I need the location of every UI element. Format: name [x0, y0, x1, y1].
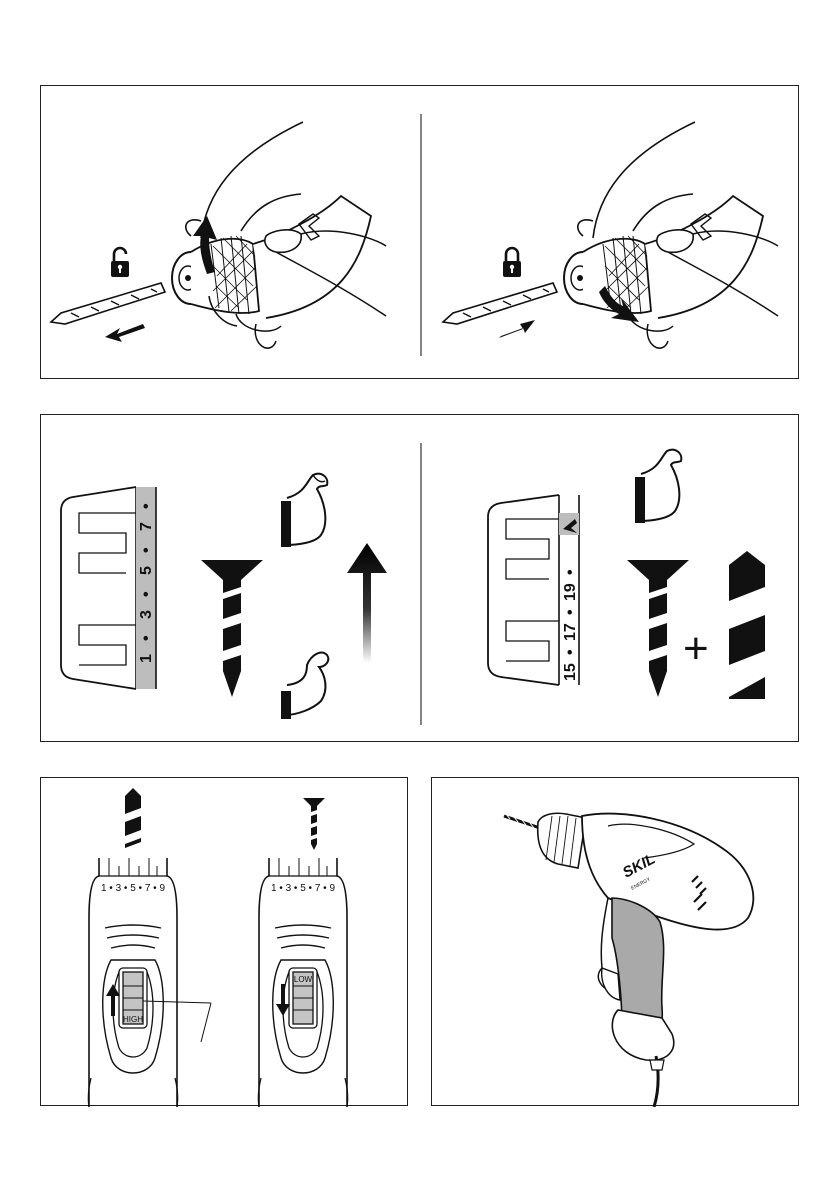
clutch-settings-panel: 1 • 3 • 5 • 7 • [40, 414, 799, 742]
clutch-num-7: 7 [138, 522, 155, 531]
drill-base [612, 1010, 673, 1060]
screw-icon [627, 560, 689, 697]
drill-illustration: SKIL ENERGY [432, 778, 800, 1107]
clutch-dot: • [562, 609, 579, 615]
tool-body-high: 1 • 3 • 5 • 7 • 9 HIGH [88, 858, 211, 1107]
clutch-num-15: 15 [562, 663, 579, 681]
tool-body-low: 1 • 3 • 5 • 7 • 9 LOW [258, 858, 347, 1107]
clutch-dot: • [562, 569, 579, 575]
chuck-instructions-panel [40, 85, 799, 379]
low-label: LOW [294, 975, 313, 984]
clutch-illustration: 1 • 3 • 5 • 7 • [41, 415, 800, 743]
drill-overview-panel: SKIL ENERGY [431, 777, 799, 1106]
clutch-collar-left: 1 • 3 • 5 • 7 • [61, 487, 156, 689]
strong-arm-icon [281, 474, 327, 547]
clutch-num-1: 1 [138, 654, 155, 663]
arrow-out-icon [105, 324, 145, 342]
screw-icon [201, 560, 263, 697]
chuck-illustration [41, 86, 800, 380]
torque-increase-arrow-icon [347, 543, 387, 663]
clutch-num-17: 17 [562, 623, 579, 641]
clutch-num-3: 3 [138, 610, 155, 619]
trigger[interactable] [602, 968, 620, 1000]
chuck-right [564, 196, 763, 318]
drill-housing [582, 814, 753, 930]
collar-scale: 1 • 3 • 5 • 7 • 9 [271, 883, 335, 894]
arrow-in-icon [499, 320, 535, 338]
drill-bit-left [51, 283, 165, 324]
drill-bit-right [443, 283, 557, 324]
strong-arm-icon [635, 450, 681, 523]
clutch-dot: • [138, 547, 155, 553]
speed-switch-panel: 1 • 3 • 5 • 7 • 9 HIGH 1 • 3 • 5 • 7 • 9 [40, 777, 408, 1106]
clutch-dot: • [138, 591, 155, 597]
speed-illustration: 1 • 3 • 5 • 7 • 9 HIGH 1 • 3 • 5 • 7 • 9 [41, 778, 409, 1107]
drill-tool: SKIL ENERGY [504, 813, 753, 1107]
clutch-dot: • [562, 649, 579, 655]
clutch-num-5: 5 [138, 566, 155, 575]
clutch-num-19: 19 [562, 583, 579, 601]
drill-bit-icon [729, 551, 765, 699]
unlock-icon [111, 248, 129, 277]
screw-icon [303, 798, 325, 850]
weak-arm-icon [281, 653, 328, 719]
clutch-dot: • [138, 503, 155, 509]
plus-sign: + [683, 624, 709, 673]
drill-bit-icon [125, 788, 141, 848]
high-label: HIGH [123, 1015, 143, 1024]
collar-scale: 1 • 3 • 5 • 7 • 9 [101, 883, 165, 894]
clutch-collar-right: 15 • 17 • 19 • [488, 495, 579, 685]
clutch-dot: • [138, 635, 155, 641]
lock-icon [503, 248, 521, 277]
clutch-scale-right: 15 • 17 • 19 • [562, 569, 579, 681]
drill-chuck [538, 813, 586, 868]
